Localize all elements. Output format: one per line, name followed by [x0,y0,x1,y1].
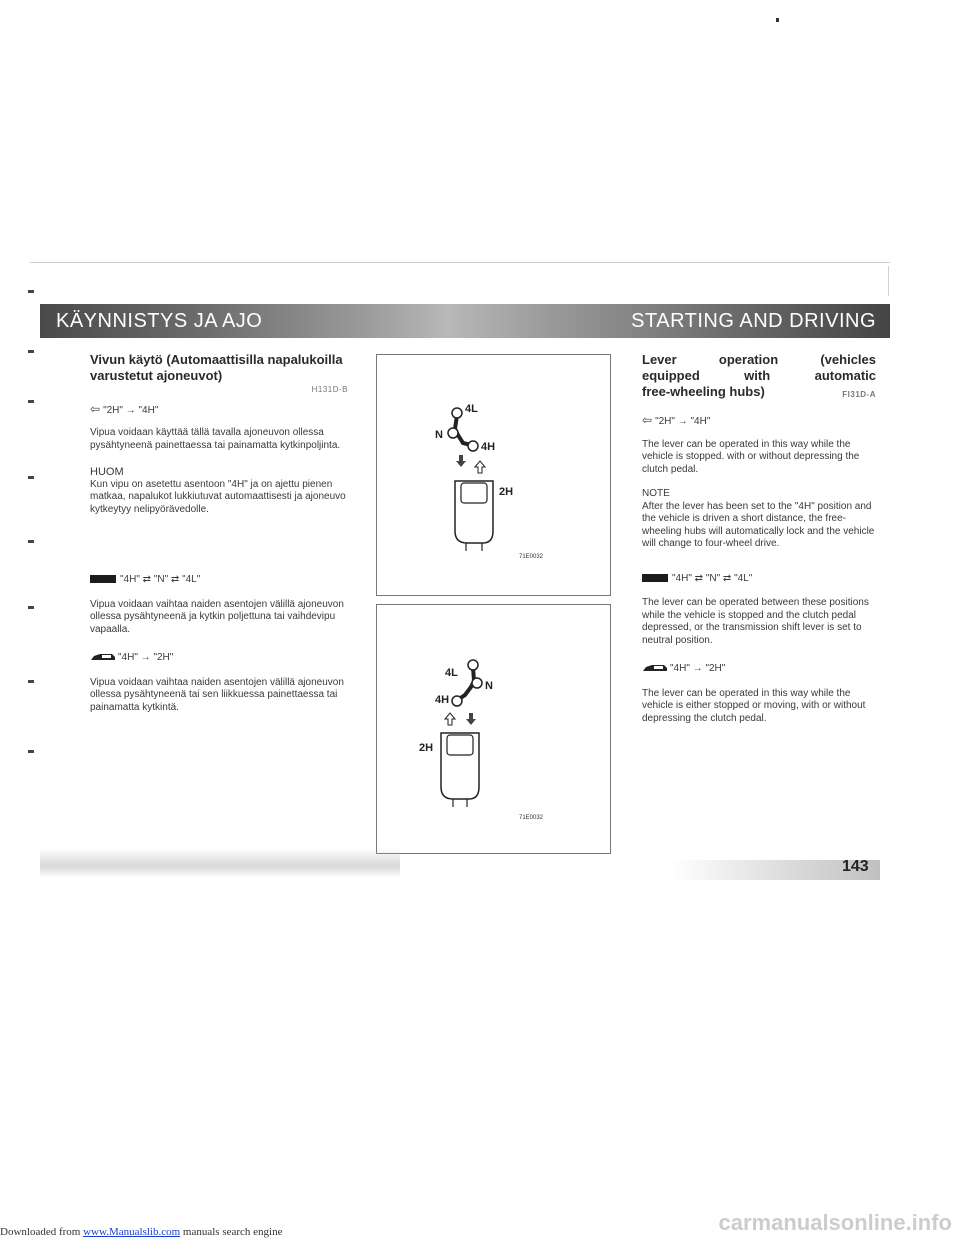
section-title-finnish: KÄYNNISTYS JA AJO [56,310,263,332]
section-title-english: STARTING AND DRIVING [631,310,876,332]
english-step3-label: "4H" → "2H" [642,663,876,676]
figure-4h-4l-n: 4L N 4H 2H 71E0032 [376,604,611,854]
finnish-step3-label: "4H" → "2H" [90,652,348,665]
fig1-label-4h: 4H [481,441,495,453]
scan-edge-line [30,262,890,263]
fig2-code: 71E0032 [519,815,544,821]
finnish-note-title: HUOM [90,466,124,478]
fig2-label-4h: 4H [435,694,449,706]
car-icon [91,654,115,661]
car-icon [643,665,667,672]
english-step1-label: ⇦"2H" → "4H" [642,413,711,427]
fig2-label-4l: 4L [445,667,458,679]
fig2-label-n: N [485,680,493,692]
neutral-block-icon [642,573,668,582]
transfer-lever-diagram-2: 4L N 4H 2H 71E0032 [419,659,544,821]
manualslib-link[interactable]: www.Manualslib.com [83,1226,181,1238]
finnish-column: Vivun käytö (Automaattisilla na­palukoil… [90,352,348,714]
finnish-step2-text: Vipua voidaan vaihtaa naiden asentojen v… [90,598,344,635]
fig1-label-n: N [435,429,443,441]
finnish-section-code: H131D-B [311,385,348,394]
finnish-step1-text: Vipua voidaan käyttää tällä tavalla ajo­… [90,427,341,451]
finnish-step3-text: Vipua voidaan vaihtaa naiden asentojen v… [90,676,344,713]
footer-prefix: Downloaded from [0,1226,84,1238]
fig2-label-2h: 2H [419,742,433,754]
english-note-text: After the lever has been set to the "4H"… [642,500,875,550]
page-shadow-left [40,848,400,878]
left-arrow-icon: ⇦ [90,401,101,416]
fig1-code: 71E0032 [519,554,544,560]
english-section-code: FI31D-A [842,390,876,399]
section-banner: KÄYNNISTYS JA AJO STARTING AND DRIVING [40,304,890,338]
finnish-step2-label: "4H" ⇄ "N" ⇄ "4L" [90,574,348,587]
footer-suffix: manuals search engine [180,1226,283,1238]
finnish-heading: Vivun käytö (Automaattisilla na­palukoil… [90,352,343,383]
english-heading-line2: equipped with automatic [642,368,876,383]
transfer-lever-diagram-1: 4L N 4H 2H 71E0032 [435,403,544,560]
english-step1-text: The lever can be operated in this way wh… [642,438,860,475]
english-heading-line1: Lever operation (vehicles [642,352,876,367]
finnish-note-text: Kun vipu on asetettu asentoon "4H" ja on… [90,478,346,515]
english-heading-line3: free-wheeling hubs)FI31D-A [642,384,876,400]
fig1-label-2h: 2H [499,486,513,498]
neutral-block-icon [90,575,116,584]
figure-2h-to-4h: 4L N 4H 2H 71E0032 [376,354,611,596]
download-footer: Downloaded from www.Manualslib.com manua… [0,1226,282,1238]
english-step2-text: The lever can be operated between these … [642,597,869,646]
watermark: carmanualsonline.info [718,1210,953,1235]
english-step2-label: "4H" ⇄ "N" ⇄ "4L" [642,573,876,586]
scan-speck [776,18,779,22]
page-shadow-right [670,860,880,880]
left-arrow-icon: ⇦ [642,413,653,427]
finnish-step1-label: ⇦"2H" → "4H" [90,401,159,416]
english-note-title: NOTE [642,488,670,499]
english-step3-text: The lever can be operated in this way wh… [642,687,866,724]
binding-marks [28,290,34,760]
page-number: 143 [842,858,869,875]
english-column: Lever operation (vehicles equipped with … [642,352,876,725]
scan-edge-corner [888,266,889,296]
fig1-label-4l: 4L [465,403,478,415]
